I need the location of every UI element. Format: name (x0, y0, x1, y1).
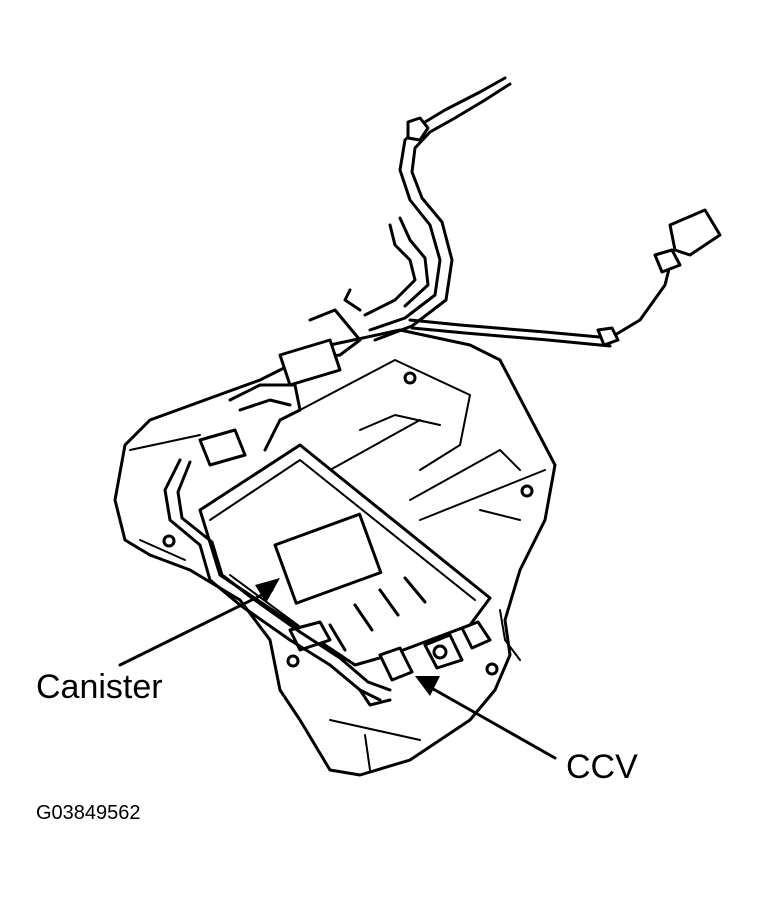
canister-label: Canister (36, 668, 163, 706)
ccv-label: CCV (566, 748, 638, 786)
figure-code: G03849562 (36, 802, 141, 824)
ccv-valve (378, 620, 492, 682)
vapor-lines (163, 76, 722, 707)
callout-ccv (415, 676, 557, 760)
callout-canister (118, 578, 280, 667)
